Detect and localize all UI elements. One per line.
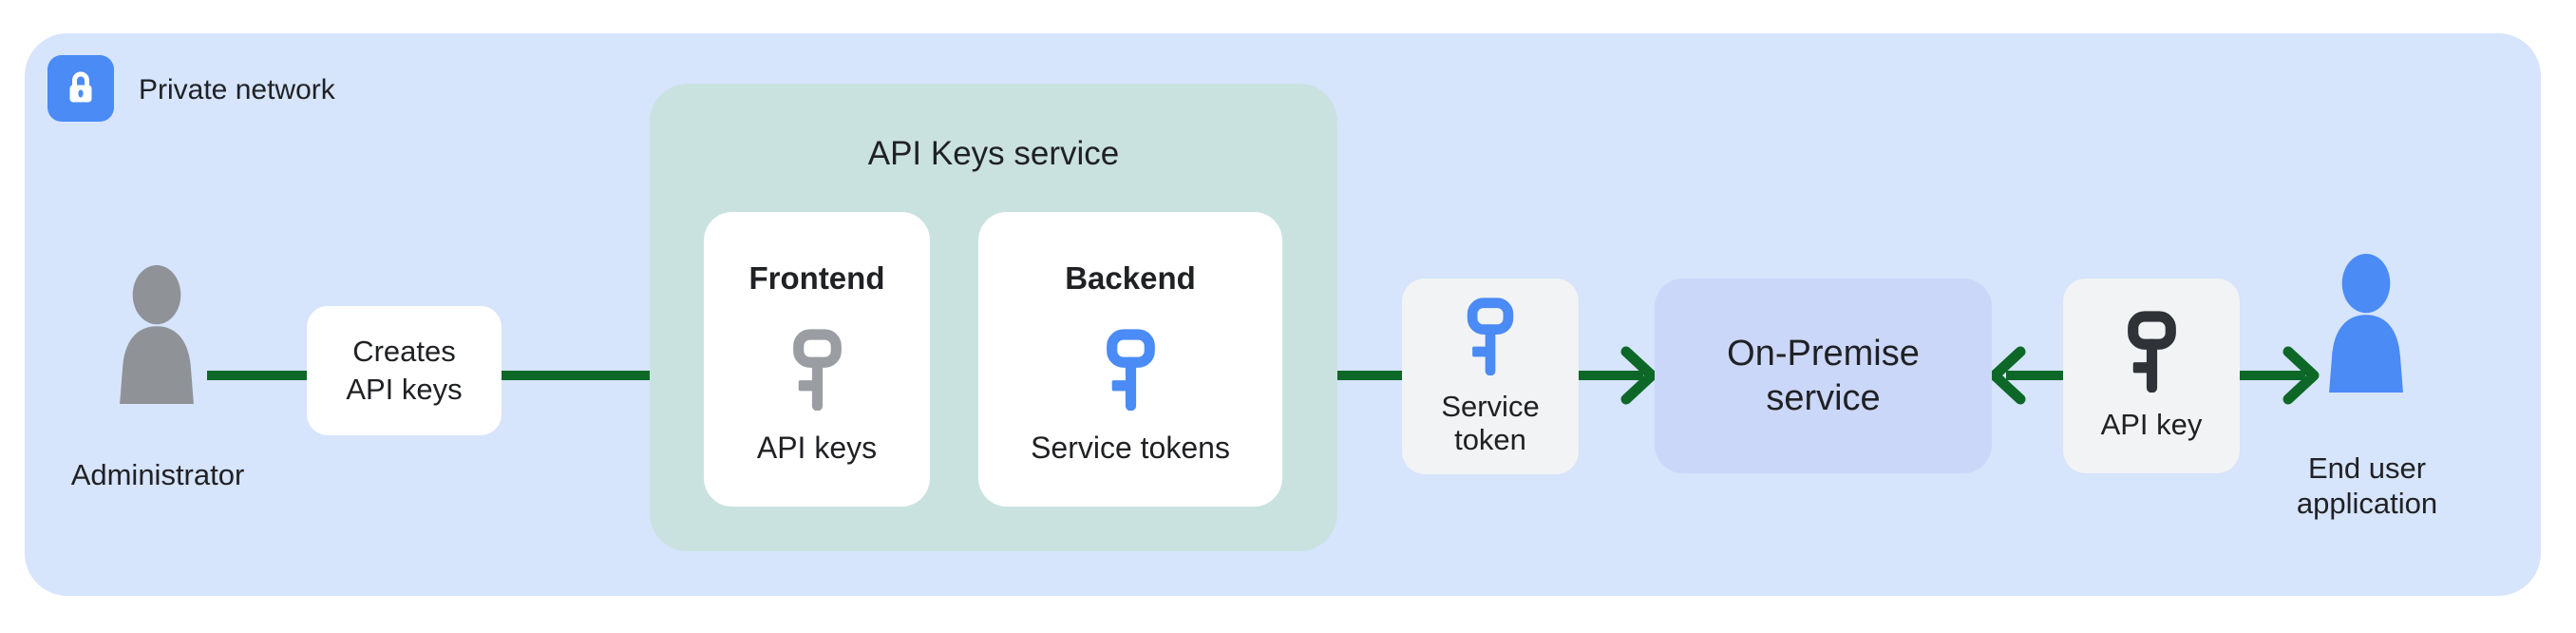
service-token-key-icon bbox=[1467, 297, 1514, 375]
backend-caption: Service tokens bbox=[1031, 431, 1230, 465]
api-key-label: API key bbox=[2100, 408, 2203, 441]
api-keys-service-title: API Keys service bbox=[867, 135, 1120, 172]
backend-title: Backend bbox=[1065, 260, 1196, 296]
administrator-person-icon bbox=[110, 265, 203, 404]
backend-key-icon bbox=[1106, 329, 1155, 411]
creates-api-keys-box: Creates API keys bbox=[307, 306, 502, 435]
on-premise-line1: On-Premise bbox=[1727, 333, 1920, 374]
api-key-icon bbox=[2127, 311, 2176, 393]
end-user-person-icon bbox=[2320, 254, 2413, 393]
service-token-label: Service token bbox=[1441, 390, 1539, 456]
creates-line1: Creates bbox=[352, 335, 456, 368]
service-token-line2: token bbox=[1454, 423, 1526, 456]
frontend-key-icon bbox=[792, 329, 842, 411]
end-user-label: End user application bbox=[2225, 451, 2510, 521]
api-key-card: API key bbox=[2063, 278, 2240, 473]
on-premise-line2: service bbox=[1766, 377, 1881, 418]
on-premise-label: On-Premise service bbox=[1727, 332, 1920, 421]
frontend-card: Frontend API keys bbox=[704, 212, 930, 507]
service-token-card: Service token bbox=[1402, 278, 1579, 474]
backend-card: Backend Service tokens bbox=[978, 212, 1282, 507]
end-user-line2: application bbox=[2296, 487, 2438, 520]
service-token-line1: Service bbox=[1441, 390, 1540, 423]
end-user-line1: End user bbox=[2307, 451, 2427, 485]
frontend-title: Frontend bbox=[748, 260, 885, 296]
on-premise-service-box: On-Premise service bbox=[1655, 278, 1992, 473]
private-network-label: Private network bbox=[139, 74, 335, 106]
creates-line2: API keys bbox=[346, 373, 463, 406]
administrator-label: Administrator bbox=[70, 458, 245, 491]
frontend-caption: API keys bbox=[756, 431, 878, 465]
lock-icon bbox=[47, 55, 114, 122]
